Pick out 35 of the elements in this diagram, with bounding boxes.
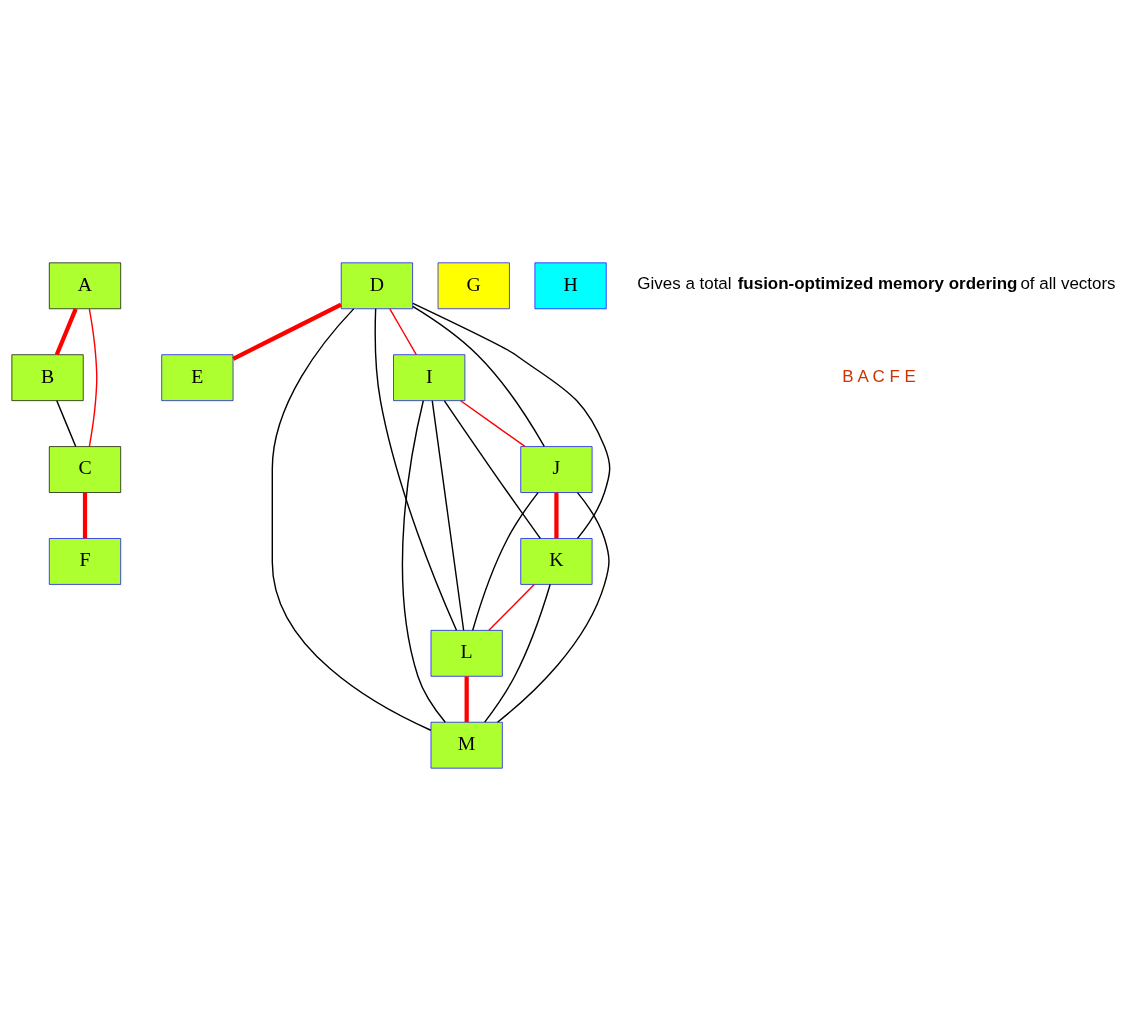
connector	[496, 491, 610, 723]
node-box: C	[48, 445, 122, 493]
connector	[431, 399, 465, 631]
connector	[472, 491, 539, 631]
connector	[412, 302, 611, 539]
connector	[554, 492, 559, 538]
node-box: J	[520, 445, 593, 493]
label: Gives a total fusion-optimized memory ordering of all vectors	[637, 273, 1116, 293]
connector	[82, 492, 88, 538]
connector	[374, 307, 458, 631]
node-box: B	[11, 353, 84, 401]
node-box: E	[161, 353, 234, 401]
connector	[464, 675, 469, 722]
connector	[389, 307, 417, 355]
connector	[443, 399, 541, 539]
connector	[56, 399, 77, 447]
connector	[88, 307, 98, 447]
node-box: L	[430, 629, 503, 677]
connector	[271, 307, 432, 731]
node-box: M	[430, 721, 503, 769]
node-box: I	[393, 353, 466, 401]
node-box: K	[520, 537, 593, 585]
connector	[488, 583, 535, 631]
node-box: D	[340, 261, 413, 309]
connector	[459, 399, 526, 447]
node-box: A	[48, 261, 122, 309]
node-box: F	[48, 537, 122, 585]
label: B A C F E	[842, 366, 916, 386]
connector	[232, 302, 342, 361]
connector	[54, 307, 78, 355]
connector	[412, 305, 545, 447]
connector	[401, 399, 446, 723]
node-box: G	[437, 261, 510, 309]
connector	[484, 583, 551, 723]
node-box: H	[534, 261, 607, 309]
